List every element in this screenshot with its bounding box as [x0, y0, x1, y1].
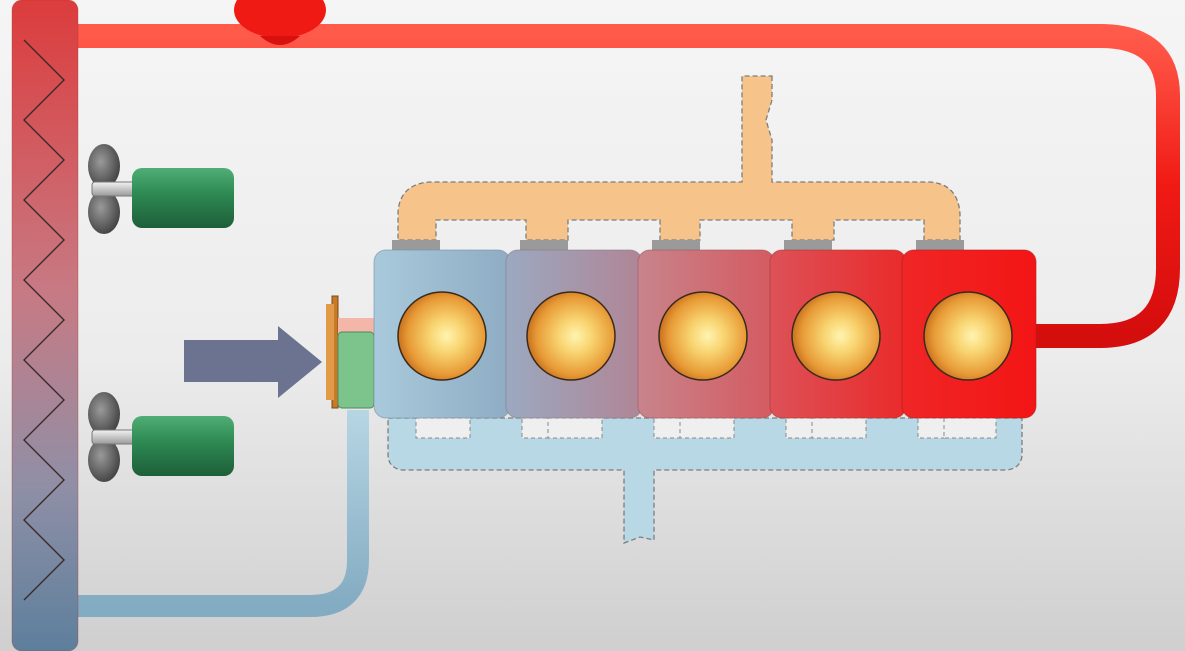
engine-block: [373, 249, 1037, 419]
piston-5: [923, 291, 1013, 381]
cooling-fan-icon: [88, 144, 234, 234]
cold-coolant-hose: [76, 410, 369, 617]
water-pump-icon: [326, 295, 378, 409]
piston-1: [397, 291, 487, 381]
airflow-arrow-icon: [184, 326, 322, 398]
thermostat-icon: [234, 0, 326, 45]
piston-4: [791, 291, 881, 381]
cooling-fan-icon: [88, 392, 234, 482]
piston-2: [526, 291, 616, 381]
lower-coolant-manifold: [387, 417, 1023, 544]
hot-coolant-hose: [76, 24, 1180, 348]
radiator-icon: [11, 0, 79, 651]
piston-3: [658, 291, 748, 381]
intake-manifold: [397, 75, 961, 241]
fan-motor: [132, 416, 234, 476]
manifold-ports: [415, 417, 997, 439]
pistons: [397, 291, 1013, 381]
fan-motor: [132, 168, 234, 228]
cylinder-caps: [392, 240, 964, 252]
